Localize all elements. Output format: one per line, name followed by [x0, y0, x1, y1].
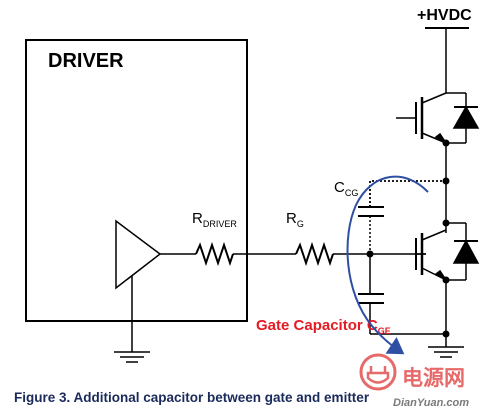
- rdriver-resistor: [195, 241, 234, 267]
- cge-capacitor: [358, 293, 384, 304]
- lower-igbt: [415, 229, 447, 281]
- driver-ground-symbol: [114, 351, 150, 363]
- collector-node: [442, 177, 450, 185]
- lower-emitter-node: [442, 276, 450, 284]
- ccg-capacitor: [358, 206, 384, 217]
- midpoint-node-1: [442, 139, 450, 147]
- watermark-logo: 电源网 DianYuan.com: [359, 353, 469, 409]
- watermark-cn: 电源网: [402, 366, 465, 390]
- rg-resistor: [295, 241, 334, 267]
- gate-capacitor-label: Gate Capacitor CGE: [256, 317, 391, 336]
- driver-box: [25, 39, 248, 322]
- figure-caption: Figure 3. Additional capacitor between g…: [14, 390, 370, 405]
- current-path-arrow: [346, 175, 429, 355]
- hvdc-label: +HVDC: [417, 7, 472, 24]
- ccg-dotted-wire: [369, 180, 446, 207]
- upper-diode: [452, 105, 480, 129]
- lower-diode: [452, 239, 480, 264]
- watermark-en: DianYuan.com: [393, 397, 469, 409]
- driver-label: DRIVER: [48, 50, 124, 72]
- rg-label: RG: [286, 210, 304, 229]
- upper-igbt: [396, 92, 447, 144]
- ccg-label: CCG: [334, 179, 358, 198]
- rdriver-label: RDRIVER: [192, 210, 237, 229]
- power-ground-symbol: [428, 346, 464, 358]
- driver-buffer: [115, 219, 162, 290]
